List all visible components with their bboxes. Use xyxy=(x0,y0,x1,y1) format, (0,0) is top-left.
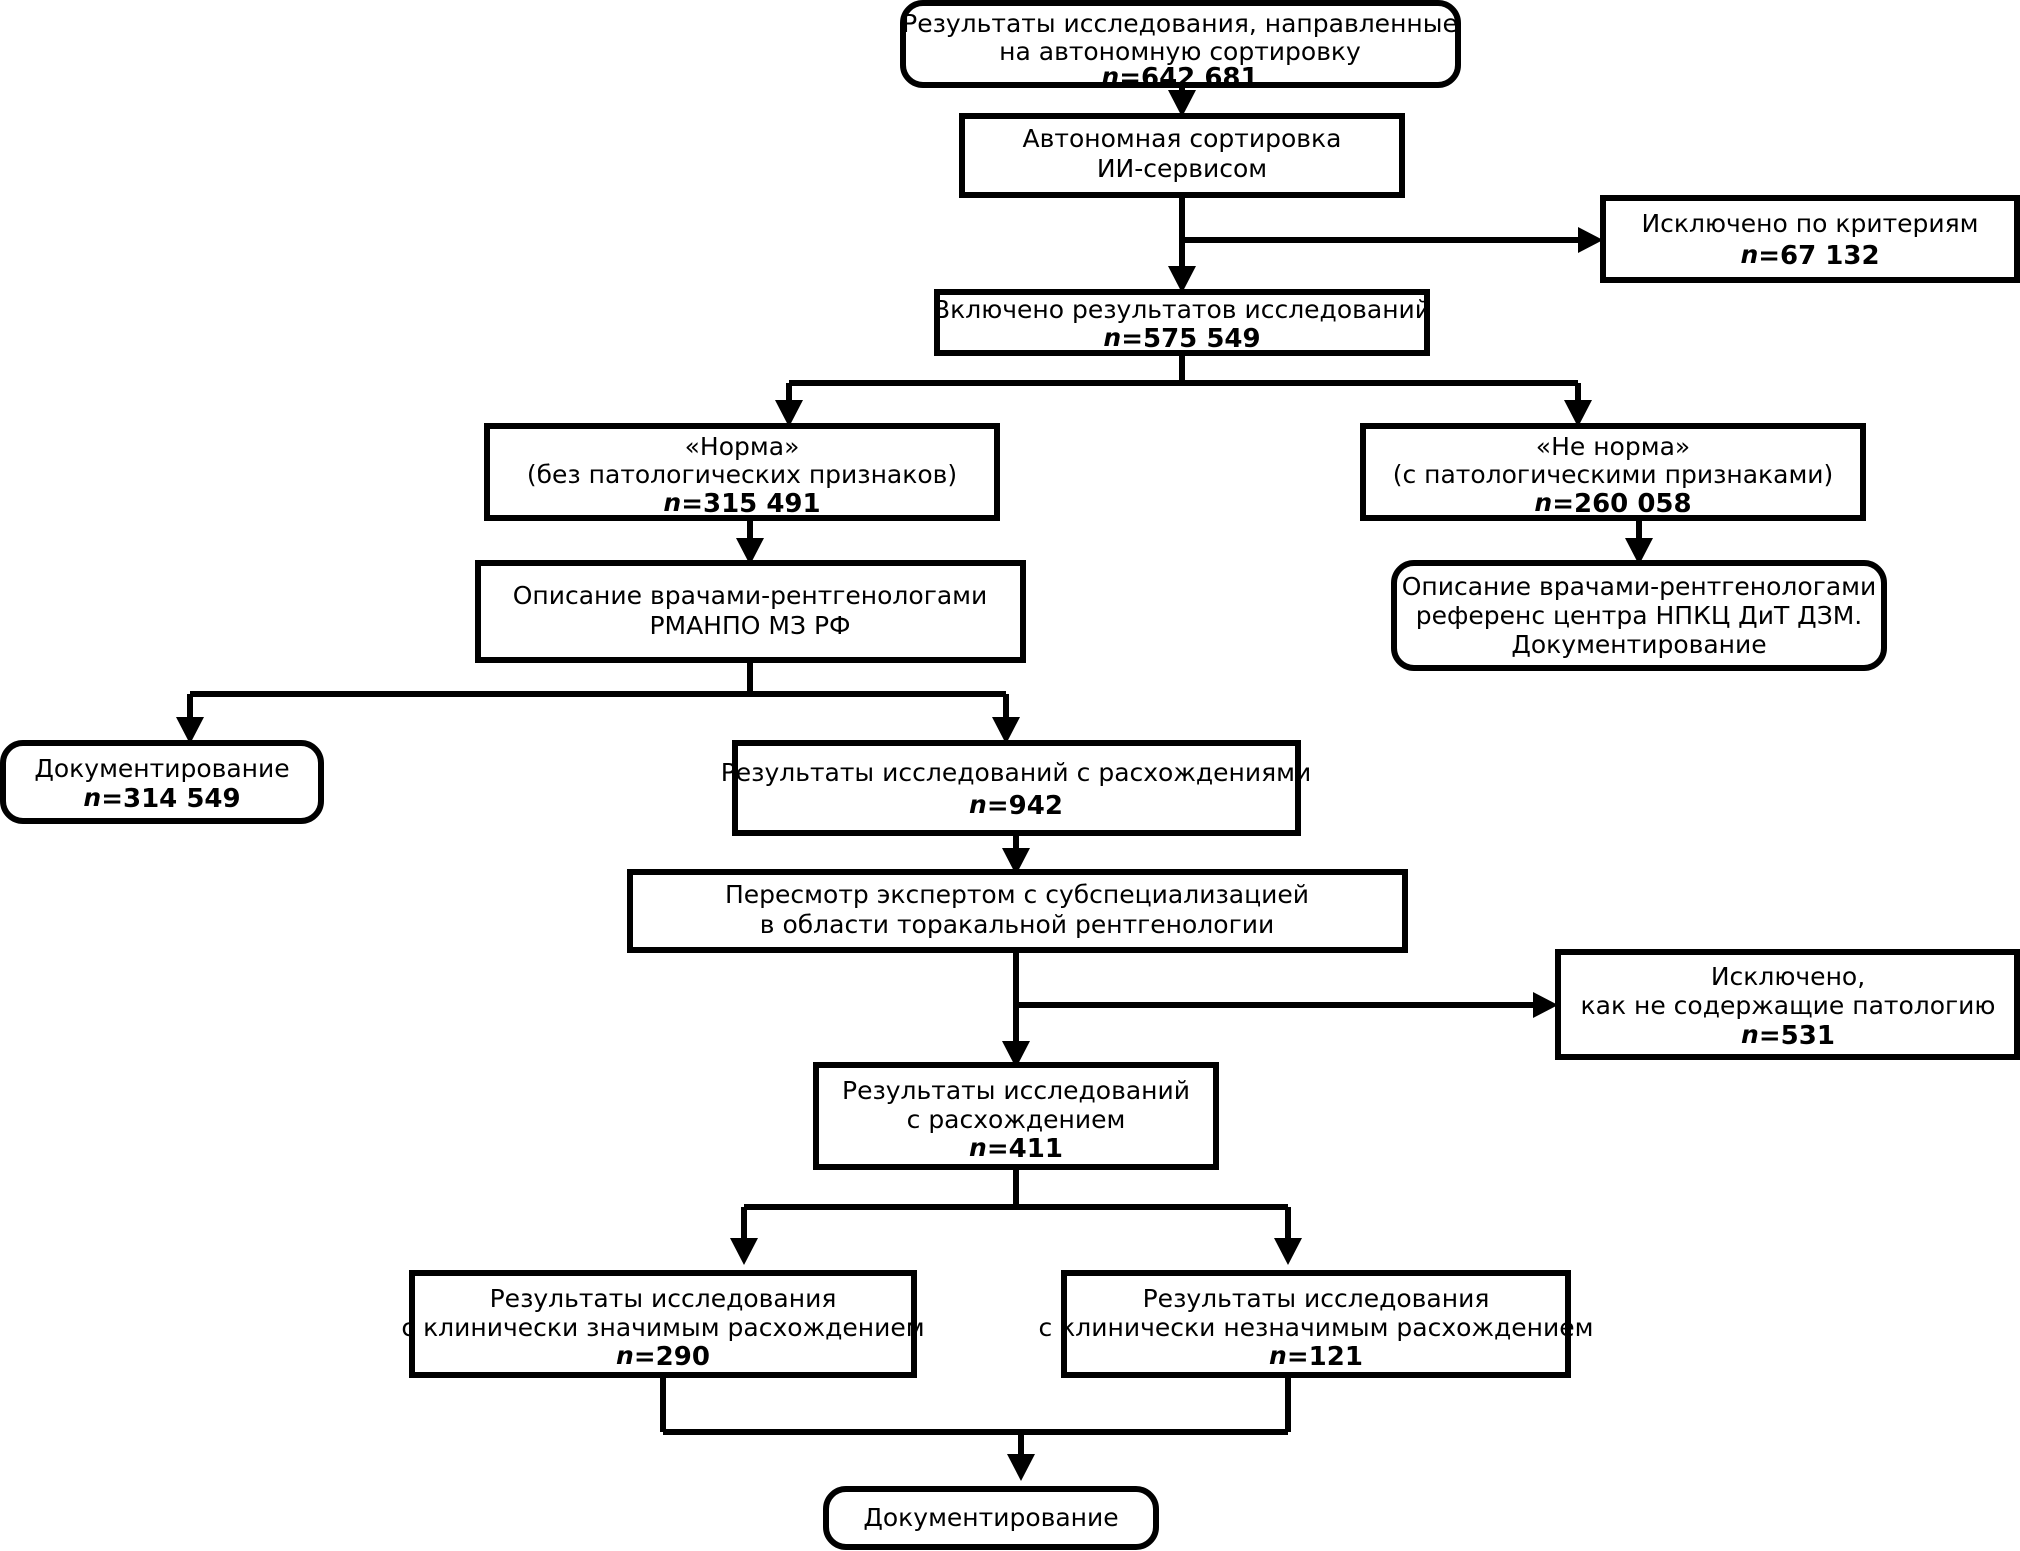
arrowhead-n5 xyxy=(775,400,803,427)
node-label: Результаты исследования xyxy=(1143,1284,1490,1313)
arrowhead-n6 xyxy=(1564,400,1592,427)
node-count: n=290 xyxy=(616,1341,710,1372)
node-count: n=531 xyxy=(1741,1020,1835,1051)
node-box xyxy=(1061,1270,1571,1378)
node-box xyxy=(732,740,1301,836)
node-count: n=67 132 xyxy=(1740,240,1879,271)
node-label: Описание врачами-рентгенологами xyxy=(513,581,988,610)
connectors xyxy=(176,82,1653,1481)
node-label-line3: Документирование xyxy=(1511,630,1766,659)
arrowhead-n15 xyxy=(1274,1238,1302,1265)
node-label: Включено результатов исследований xyxy=(933,295,1431,324)
node-count: n=411 xyxy=(969,1133,1063,1164)
node-box xyxy=(900,0,1461,88)
node-count: n=942 xyxy=(969,790,1063,821)
node-excluded-by-criteria[interactable]: Исключено по критериям n=67 132 xyxy=(1600,195,2020,283)
node-box xyxy=(813,1062,1219,1170)
node-included-results[interactable]: Включено результатов исследований n=575 … xyxy=(933,289,1431,356)
node-label-line2: ИИ-сервисом xyxy=(1097,154,1267,183)
node-count: n=314 549 xyxy=(83,783,240,814)
node-count: n=260 058 xyxy=(1534,488,1691,519)
arrowhead-n2-n3 xyxy=(1578,227,1603,253)
node-clinically-significant-discrepancy[interactable]: Результаты исследования с клинически зна… xyxy=(401,1270,925,1378)
node-label: Исключено, xyxy=(1711,962,1865,991)
node-label-line2: в области торакальной рентгенологии xyxy=(760,910,1274,939)
arrowhead-n1-n2 xyxy=(1168,90,1196,117)
node-count: n=642 681 xyxy=(1101,62,1258,93)
arrowhead-n13 xyxy=(1002,1041,1030,1068)
arrowhead-n16 xyxy=(1007,1454,1035,1481)
node-box xyxy=(627,869,1408,953)
node-described-by-rmanpo[interactable]: Описание врачами-рентгенологами РМАНПО М… xyxy=(475,560,1026,663)
node-box xyxy=(959,113,1405,198)
node-box xyxy=(934,289,1430,356)
arrowhead-n11 xyxy=(1002,848,1030,875)
node-results-with-discrepancies-942[interactable]: Результаты исследований с расхождениями … xyxy=(721,740,1312,836)
node-box xyxy=(1360,423,1866,521)
node-box xyxy=(823,1486,1159,1550)
node-label: «Норма» xyxy=(685,432,800,461)
node-documentation-314549[interactable]: Документирование n=314 549 xyxy=(0,740,324,824)
arrowhead-n12 xyxy=(1533,992,1558,1018)
arrowhead-n14 xyxy=(730,1238,758,1265)
node-count: n=575 549 xyxy=(1103,323,1260,354)
node-described-by-reference-center[interactable]: Описание врачами-рентгенологами референс… xyxy=(1391,560,1887,671)
node-clinically-insignificant-discrepancy[interactable]: Результаты исследования с клинически нез… xyxy=(1039,1270,1594,1378)
node-box xyxy=(1555,949,2020,1060)
node-label: Документирование xyxy=(863,1503,1118,1532)
node-label: Исключено по критериям xyxy=(1641,209,1978,238)
node-label: Результаты исследований с расхождениями xyxy=(721,758,1312,787)
node-documentation-final[interactable]: Документирование xyxy=(823,1486,1159,1550)
arrowhead-n7 xyxy=(736,538,764,565)
node-label: Документирование xyxy=(34,754,289,783)
node-label: Описание врачами-рентгенологами xyxy=(1402,572,1877,601)
node-results-with-discrepancy-411[interactable]: Результаты исследований с расхождением n… xyxy=(813,1062,1219,1170)
node-label-line2: референс центра НПКЦ ДиТ ДЗМ. xyxy=(1416,601,1863,630)
node-label: Пересмотр экспертом с субспециализацией xyxy=(725,880,1309,909)
node-label: «Не норма» xyxy=(1536,432,1690,461)
node-study-results-sent[interactable]: Результаты исследования, направленные на… xyxy=(900,0,1461,93)
node-label-line2: (с патологическими признаками) xyxy=(1393,460,1834,489)
node-label-line2: на автономную сортировку xyxy=(999,37,1361,66)
node-box xyxy=(475,560,1026,663)
node-label: Результаты исследования xyxy=(490,1284,837,1313)
node-label-line2: РМАНПО МЗ РФ xyxy=(649,611,850,640)
node-count: n=121 xyxy=(1269,1341,1363,1372)
node-norm[interactable]: «Норма» (без патологических признаков) n… xyxy=(484,423,1000,521)
node-box xyxy=(409,1270,917,1378)
node-label-line2: (без патологических признаков) xyxy=(527,460,957,489)
node-excluded-no-pathology[interactable]: Исключено, как не содержащие патологию n… xyxy=(1555,949,2020,1060)
arrowhead-n8 xyxy=(1625,538,1653,565)
node-box xyxy=(1391,560,1887,671)
node-label-line2: с клинически значимым расхождением xyxy=(401,1313,924,1342)
node-not-norm[interactable]: «Не норма» (с патологическими признаками… xyxy=(1360,423,1866,521)
node-box xyxy=(0,740,324,824)
arrowhead-n2-n4 xyxy=(1168,266,1196,293)
node-label-line2: как не содержащие патологию xyxy=(1581,991,1996,1020)
node-label: Результаты исследования, направленные xyxy=(902,9,1458,38)
node-label: Результаты исследований xyxy=(842,1076,1190,1105)
node-box xyxy=(1600,195,2020,283)
arrowhead-n9 xyxy=(176,717,204,744)
node-label: Автономная сортировка xyxy=(1023,124,1342,153)
arrowhead-n10 xyxy=(992,717,1020,744)
node-box xyxy=(484,423,1000,521)
node-label-line2: с расхождением xyxy=(907,1105,1126,1134)
node-label-line2: с клинически незначимым расхождением xyxy=(1039,1313,1594,1342)
node-autonomous-triage[interactable]: Автономная сортировка ИИ-сервисом xyxy=(959,113,1405,198)
node-count: n=315 491 xyxy=(663,488,820,519)
node-expert-review[interactable]: Пересмотр экспертом с субспециализацией … xyxy=(627,869,1408,953)
